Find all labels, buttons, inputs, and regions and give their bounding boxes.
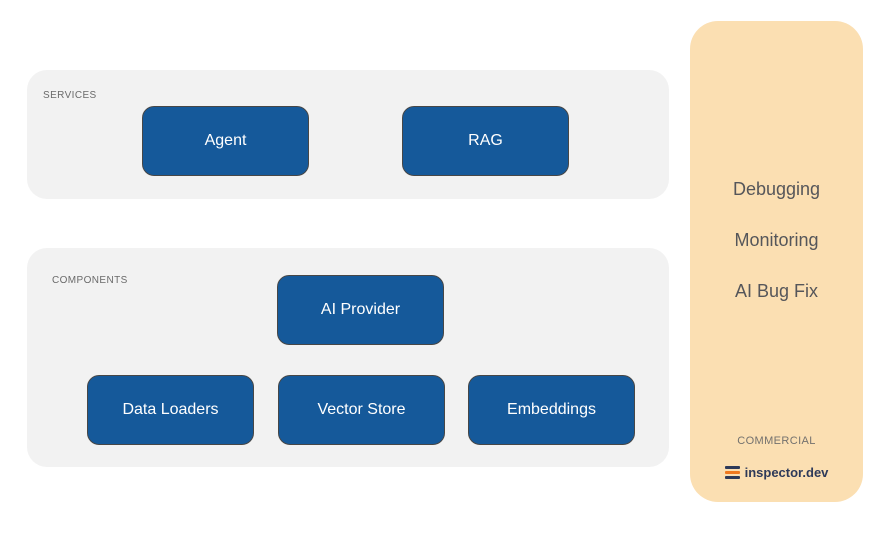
commercial-sidebar: Debugging Monitoring AI Bug Fix COMMERCI… xyxy=(690,21,863,502)
inspector-dev-brand-link[interactable]: inspector.dev xyxy=(690,465,863,480)
feature-debugging: Debugging xyxy=(732,179,821,199)
services-panel-label: SERVICES xyxy=(43,90,97,101)
node-data-loaders: Data Loaders xyxy=(87,375,254,445)
node-ai-provider: AI Provider xyxy=(277,275,444,345)
node-vector-store: Vector Store xyxy=(278,375,445,445)
node-embeddings: Embeddings xyxy=(468,375,635,445)
feature-list: Debugging Monitoring AI Bug Fix xyxy=(690,177,863,330)
node-agent: Agent xyxy=(142,106,309,176)
inspector-logo-icon xyxy=(724,466,740,480)
feature-monitoring: Monitoring xyxy=(734,230,819,250)
logo-bar-middle xyxy=(724,470,740,475)
node-rag: RAG xyxy=(402,106,569,176)
components-panel: COMPONENTS AI Provider Data Loaders Vect… xyxy=(27,248,669,467)
commercial-tier-label: COMMERCIAL xyxy=(737,435,816,447)
components-panel-label: COMPONENTS xyxy=(52,275,128,286)
feature-ai-bug-fix: AI Bug Fix xyxy=(734,281,819,301)
logo-bar-bottom xyxy=(724,475,740,479)
services-panel: SERVICES Agent RAG xyxy=(27,70,669,199)
brand-name: inspector.dev xyxy=(744,465,829,480)
logo-bar-top xyxy=(724,466,740,470)
